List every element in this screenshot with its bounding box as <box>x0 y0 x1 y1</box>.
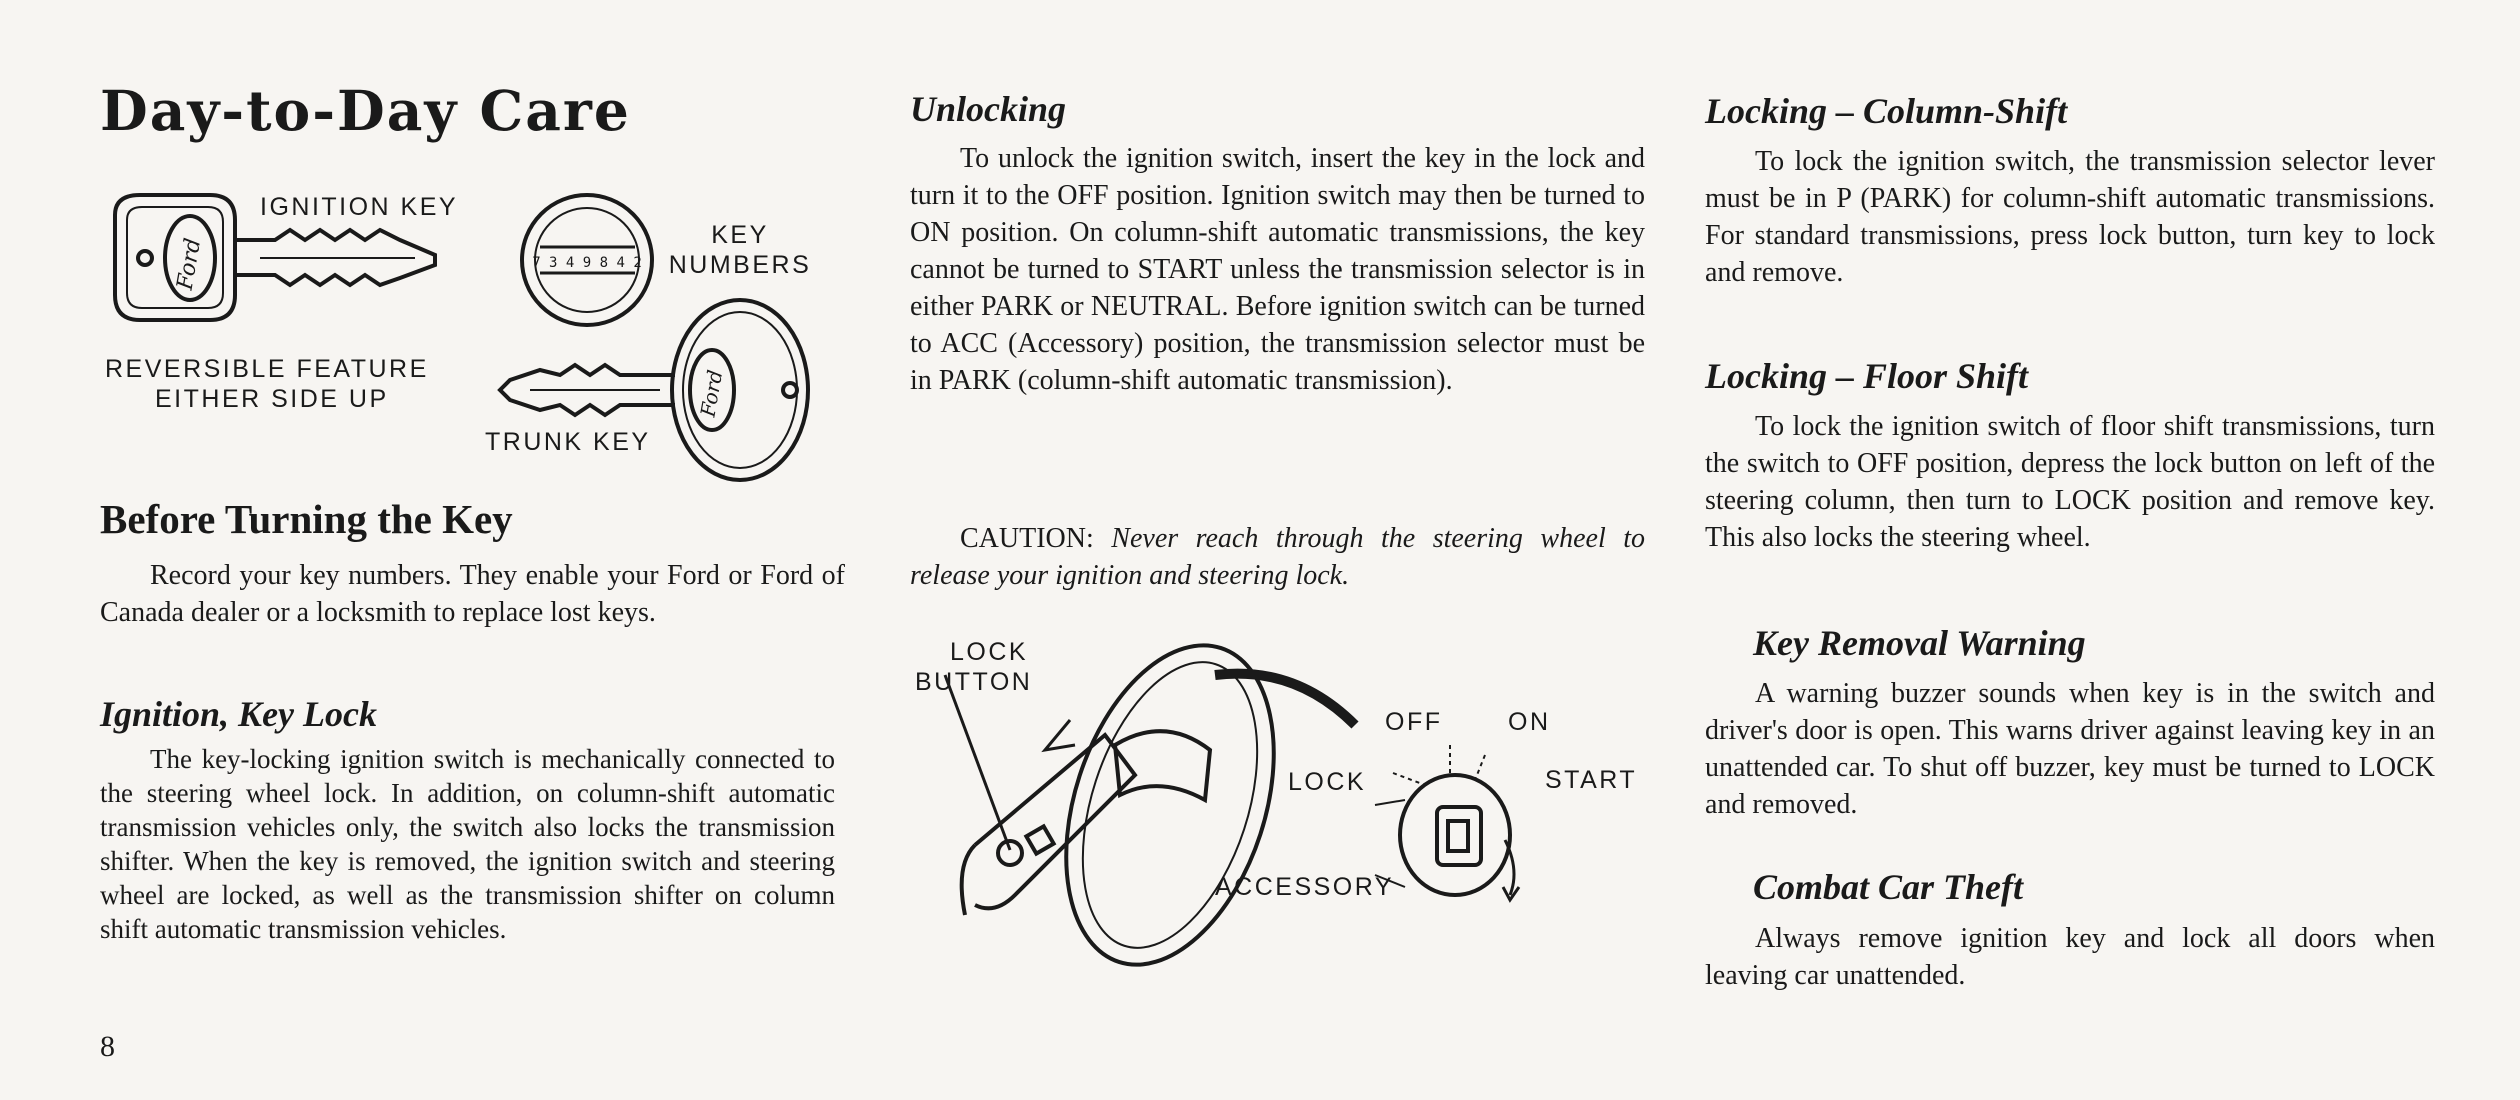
combat-theft-heading: Combat Car Theft <box>1753 867 2024 907</box>
caution-prefix: CAUTION: <box>960 523 1112 554</box>
column-cover-icon <box>1214 668 1359 729</box>
trunk-key-label: TRUNK KEY <box>485 428 651 456</box>
ignition-switch-icon <box>1374 745 1521 903</box>
reversible-label-1: REVERSIBLE FEATURE <box>105 355 429 383</box>
locking-column-heading: Locking – Column-Shift <box>1705 91 2068 131</box>
lock-position-label: LOCK <box>1288 768 1366 796</box>
unlocking-heading: Unlocking <box>910 89 1067 129</box>
ignition-key-icon <box>113 193 437 322</box>
steering-wheel-icon <box>943 643 1276 967</box>
lock-button-label-2: BUTTON <box>915 668 1032 696</box>
unlocking-body: To unlock the ignition switch, insert th… <box>910 143 1645 396</box>
key-removal-body: A warning buzzer sounds when key is in t… <box>1705 678 2435 820</box>
right-column: Locking – Column-Shift To lock the ignit… <box>1705 0 2435 1100</box>
caution-note: CAUTION: Never reach through the steerin… <box>910 520 1645 594</box>
start-position-label: START <box>1545 766 1637 794</box>
before-turning-body: Record your key numbers. They enable you… <box>100 560 845 628</box>
trunk-key-icon <box>497 298 810 482</box>
locking-floor-heading: Locking – Floor Shift <box>1705 356 2029 396</box>
ignition-key-label: IGNITION KEY <box>260 193 458 221</box>
middle-column: Unlocking To unlock the ignition switch,… <box>905 0 1645 1100</box>
key-code-text: 7 3 4 9 8 4 2 <box>532 255 642 271</box>
off-position-label: OFF <box>1385 708 1443 736</box>
key-numbers-label-1: KEY <box>711 221 769 249</box>
steering-wheel-illustration: LOCK BUTTON OFF ON LOCK START ACCESSORY <box>915 638 1637 967</box>
before-turning-heading: Before Turning the Key <box>100 496 513 542</box>
caution-text: Never reach through the steering wheel t… <box>910 523 1646 591</box>
left-column: Day-to-Day Care Ford 7 3 4 9 8 4 2 <box>100 0 845 1100</box>
locking-column-body: To lock the ignition switch, the transmi… <box>1705 146 2435 288</box>
ford-logo-text: Ford <box>172 236 206 292</box>
ford-logo-trunk-text: Ford <box>695 368 727 420</box>
combat-theft-body: Always remove ignition key and lock all … <box>1705 923 2435 991</box>
page-number: 8 <box>100 1030 115 1063</box>
lock-button-label-1: LOCK <box>950 638 1028 666</box>
page-title: Day-to-Day Care <box>100 78 631 143</box>
ignition-key-lock-heading: Ignition, Key Lock <box>100 694 377 734</box>
accessory-position-label: ACCESSORY <box>1215 873 1394 901</box>
reversible-label-2: EITHER SIDE UP <box>155 385 389 413</box>
on-position-label: ON <box>1508 708 1551 736</box>
lock-cylinder-icon <box>520 193 654 327</box>
key-removal-heading: Key Removal Warning <box>1753 623 2086 663</box>
key-numbers-label-2: NUMBERS <box>669 251 812 279</box>
ignition-key-lock-body: The key-locking ignition switch is mecha… <box>100 744 835 944</box>
keys-illustration: Ford 7 3 4 9 8 4 2 Ford IGNITION KEY KEY… <box>105 193 812 482</box>
locking-floor-body: To lock the ignition switch of floor shi… <box>1705 411 2435 553</box>
